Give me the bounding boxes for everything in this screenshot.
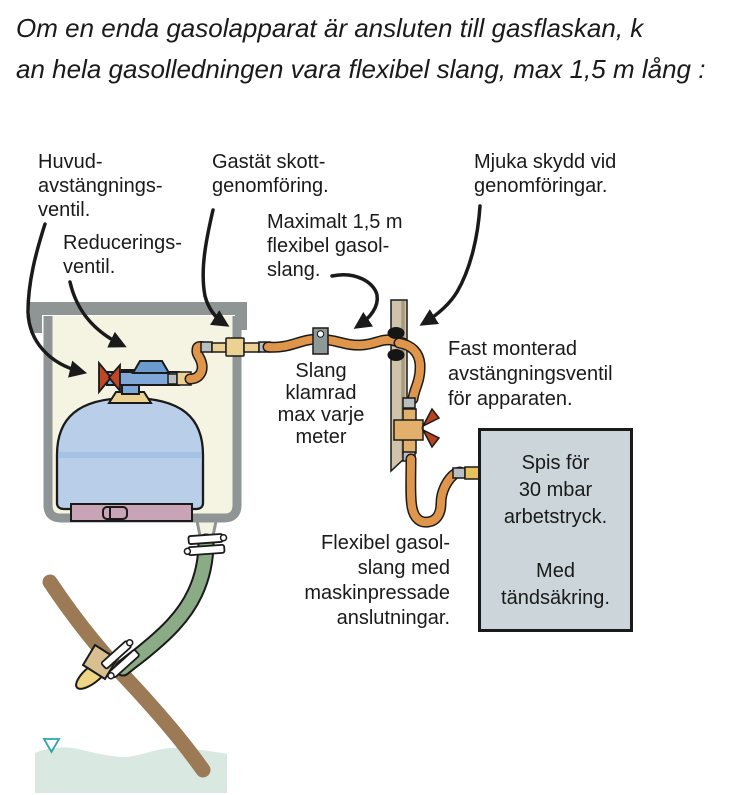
- arrow-main-shutoff: [26, 222, 88, 378]
- title-line-1: Om en enda gasolapparat är ansluten till…: [16, 13, 644, 43]
- hull: [42, 574, 211, 778]
- arrow-grommet: [419, 204, 482, 326]
- flexible-gas-hose-stove: [405, 453, 466, 528]
- regulator-outlet-ferrule: [167, 373, 178, 385]
- waterline-symbol: [42, 738, 61, 754]
- hose-clamp: [312, 327, 329, 355]
- flexible-gas-hose-horizontal: [262, 333, 409, 353]
- hose-clamp-pair-upper: [183, 533, 228, 556]
- flexible-gas-hose-locker: [184, 340, 210, 385]
- drain-hose: [114, 533, 215, 677]
- arrow-flexible-hose: [330, 273, 379, 329]
- page-title: Om en enda gasolapparat är ansluten till…: [16, 8, 705, 90]
- label-main-shutoff-valve: Huvud- avstängnings- ventil.: [38, 151, 163, 221]
- bottle-collar: [107, 391, 153, 404]
- label-regulator-valve: Reducerings- ventil.: [63, 232, 182, 278]
- label-soft-protection: Mjuka skydd vid genomföringar.: [474, 151, 617, 197]
- gas-bottle-stripe: [59, 452, 201, 458]
- stove-inlet-fitting: [452, 466, 480, 480]
- gas-bottle-base: [70, 503, 193, 522]
- appliance-valve-handle-icon: [421, 407, 441, 449]
- label-max-hose-length: Maximalt 1,5 m flexibel gasol- slang.: [267, 211, 403, 281]
- flexible-gas-hose-down: [393, 337, 426, 405]
- title-line-2: an hela gasolledningen vara flexibel sla…: [16, 54, 706, 84]
- main-shutoff-handle-icon: [98, 360, 121, 395]
- arrow-regulator: [68, 280, 127, 348]
- stove-box: Spis för 30 mbar arbetstryck. Med tändsä…: [478, 428, 633, 632]
- label-hose-clamped: Slang klamrad max varje meter: [277, 360, 365, 448]
- grommet-upper: [387, 327, 405, 339]
- arrow-bulkhead-fitting: [201, 208, 230, 327]
- water: [35, 747, 227, 793]
- appliance-shutoff-valve: [393, 397, 441, 462]
- label-appliance-shutoff-valve: Fast monterad avstängningsventil för app…: [448, 338, 613, 410]
- bottle-base-handle: [102, 506, 128, 520]
- annotation-arrows: [26, 204, 482, 378]
- label-bulkhead-fitting: Gastät skott- genomföring.: [212, 151, 329, 197]
- label-pressed-connections: Flexibel gasol- slang med maskinpressade…: [304, 532, 450, 629]
- hose-clamp-pair-lower: [100, 639, 140, 680]
- grommet-lower: [387, 349, 405, 361]
- regulator-body: [131, 360, 171, 374]
